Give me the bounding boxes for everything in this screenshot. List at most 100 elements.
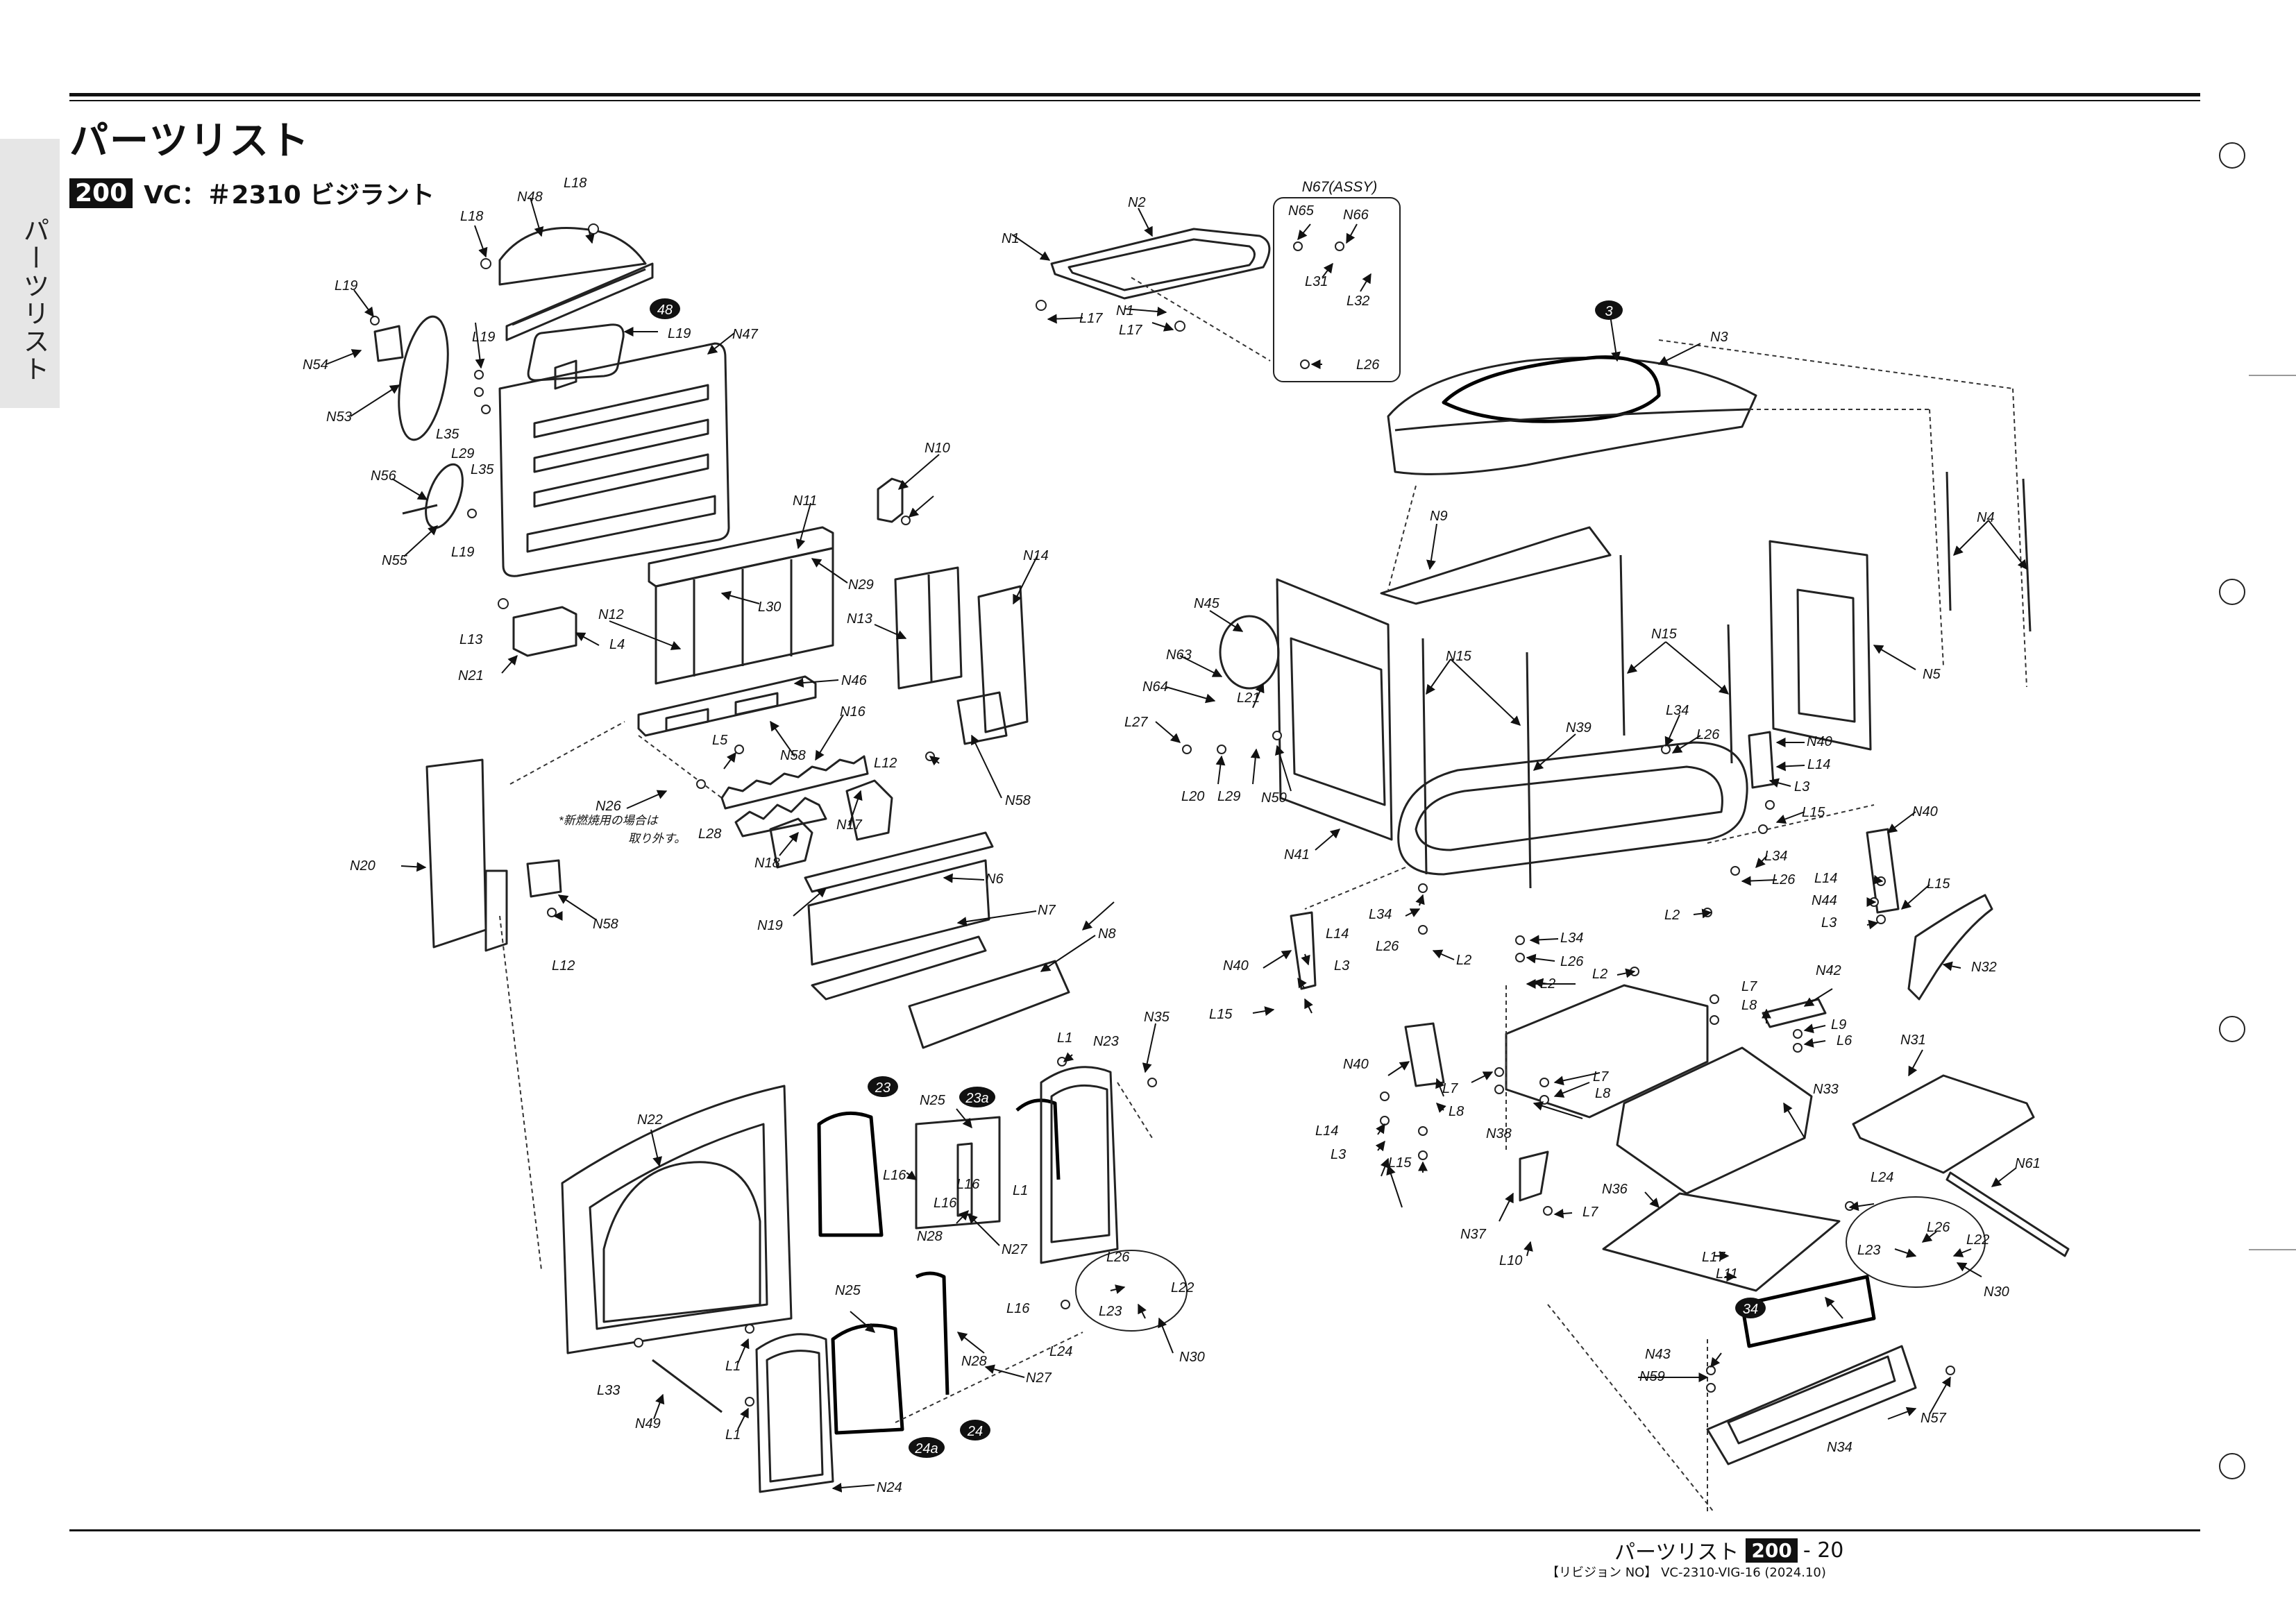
panel-n8 <box>908 960 1070 1049</box>
part-label: N63 <box>1166 647 1192 663</box>
part-label: N65 <box>1288 203 1315 219</box>
part-label: N15 <box>1446 649 1472 664</box>
part-label: N40 <box>1807 734 1832 749</box>
part-label: N45 <box>1194 596 1220 611</box>
part-n45 <box>1219 615 1280 690</box>
part-label: N25 <box>835 1283 861 1298</box>
log-iron-n16 <box>720 755 869 810</box>
gasket-48 <box>527 323 625 382</box>
callout-24a: 24a <box>909 1437 945 1458</box>
damper-disk-n53 <box>398 315 449 441</box>
part-label: L26 <box>1772 872 1796 887</box>
part-label: L15 <box>1927 876 1950 892</box>
part-label: N27 <box>1026 1370 1052 1386</box>
header-rule-thin <box>69 100 2200 101</box>
footer-label: パーツリスト <box>1614 1540 1739 1565</box>
detail-circle-n30b <box>1846 1196 1986 1288</box>
part-label: L15 <box>1388 1155 1412 1171</box>
firebrick-n14 <box>977 585 1029 733</box>
part-label: L8 <box>1595 1086 1610 1101</box>
part-label: N13 <box>847 611 872 627</box>
glass-23 <box>817 1111 884 1237</box>
part-label: L2 <box>1664 908 1680 923</box>
part-label: N6 <box>986 872 1004 887</box>
part-label: L28 <box>698 826 721 842</box>
part-label: L2 <box>1456 953 1471 968</box>
part-label: L26 <box>1106 1250 1130 1265</box>
part-label: N18 <box>754 856 780 871</box>
part-label: N43 <box>1645 1347 1671 1362</box>
leg-n40c <box>1748 731 1775 789</box>
part-label: L31 <box>1305 274 1328 289</box>
part-label: L26 <box>1560 954 1584 969</box>
part-label: L3 <box>1331 1147 1346 1162</box>
svg-text:48: 48 <box>657 303 673 318</box>
side-panel-n20 <box>425 758 487 949</box>
part-label: L1 <box>725 1359 741 1374</box>
side-tab-label: パーツリスト <box>19 216 49 383</box>
part-label: L24 <box>1871 1170 1893 1185</box>
part-label: L17 <box>1119 323 1142 338</box>
part-label: L24 <box>1049 1344 1072 1359</box>
log-iron-n18 <box>769 817 813 869</box>
part-label: N17 <box>836 817 863 833</box>
part-label: L23 <box>1099 1304 1122 1319</box>
part-label: N4 <box>1977 510 1995 525</box>
part-label: L19 <box>335 278 357 294</box>
model-name: VC：＃2310 ビジラント <box>144 181 435 210</box>
part-label: N28 <box>917 1229 943 1244</box>
margin-tick <box>2249 1249 2296 1250</box>
rod-n56 <box>402 504 438 515</box>
part-label: L22 <box>1966 1232 1989 1248</box>
part-label: L34 <box>1560 931 1583 946</box>
part-label: L8 <box>1741 998 1757 1013</box>
rod-n15 <box>1421 638 1428 875</box>
part-label: N9 <box>1430 509 1448 524</box>
model-heading: 200 VC：＃2310 ビジラント <box>69 175 434 211</box>
part-label: N64 <box>1142 679 1168 695</box>
side-panel-n5 <box>1769 540 1872 751</box>
firebrick-n13 <box>894 566 963 690</box>
tool-n49 <box>652 1359 723 1413</box>
part-label: L26 <box>1696 727 1720 742</box>
part-label: N15 <box>1651 627 1678 642</box>
leader-arrows <box>326 197 2027 1493</box>
bracket-n10 <box>877 477 904 523</box>
part-label: L35 <box>471 462 494 477</box>
part-label: L32 <box>1347 294 1369 309</box>
handle-n32 <box>1907 894 1993 1001</box>
part-label: L34 <box>1369 907 1392 922</box>
part-label: N44 <box>1812 893 1837 908</box>
part-label: L26 <box>1376 939 1399 954</box>
door-n23 <box>1040 1066 1119 1264</box>
part-label: L14 <box>1807 757 1830 772</box>
detail-circle-n30 <box>1075 1250 1188 1332</box>
gasket-34 <box>1740 1275 1876 1348</box>
part-label: L12 <box>874 756 897 771</box>
ash-lip-n7 <box>811 935 987 1001</box>
part-label: N59 <box>1639 1369 1665 1384</box>
revision-number: 【リビジョン NO】 VC-2310-VIG-16 (2024.10) <box>1546 1565 1826 1580</box>
part-label: L34 <box>1666 703 1689 718</box>
assembly-title: N67(ASSY) <box>1302 179 1378 195</box>
top-cover-n3 <box>1387 355 1757 475</box>
part-label: N27 <box>1002 1242 1028 1257</box>
part-label: L7 <box>1741 979 1757 994</box>
page-footer: パーツリスト 200 - 20 <box>1614 1535 1843 1565</box>
svg-text:3: 3 <box>1605 304 1612 319</box>
header-rule-thick <box>69 93 2200 96</box>
front-panel-n41 <box>1276 578 1393 841</box>
part-label: L33 <box>597 1383 620 1398</box>
rod-n61 <box>1945 1171 2070 1257</box>
side-index-tab[interactable]: パーツリスト <box>0 139 60 408</box>
bracket-n54 <box>373 325 404 362</box>
part-label: N40 <box>1223 958 1249 974</box>
svg-text:23: 23 <box>875 1080 890 1096</box>
part-label: N58 <box>1005 793 1031 808</box>
part-label: N24 <box>877 1480 902 1495</box>
part-label: N31 <box>1900 1033 1926 1048</box>
part-label: L23 <box>1857 1243 1880 1258</box>
part-label: N40 <box>1343 1057 1369 1072</box>
part-label: N16 <box>840 704 866 720</box>
front-frame-n22 <box>561 1085 793 1354</box>
